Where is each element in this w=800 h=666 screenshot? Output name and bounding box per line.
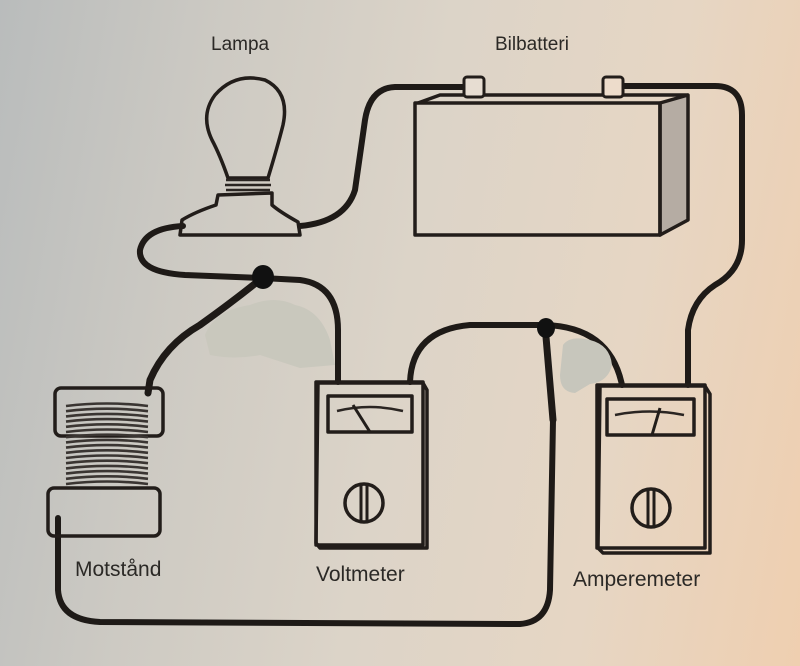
wire-junction1-to-resistor	[144, 274, 266, 397]
voltmeter-knob	[343, 482, 385, 524]
coil-turn	[65, 407, 149, 413]
coil-turn	[65, 449, 149, 455]
battery-terminal-left	[462, 75, 486, 99]
ammeter-needle	[650, 407, 662, 436]
coil-turn	[65, 423, 149, 429]
coil-turn	[65, 469, 149, 475]
coil-turn	[65, 412, 149, 418]
label-ammeter: Amperemeter	[573, 568, 701, 591]
coil-turn	[65, 454, 149, 460]
erased-patch-1	[205, 300, 335, 368]
wire-junction2-drop	[541, 321, 557, 424]
ammeter-knob	[630, 487, 672, 529]
ammeter-device	[595, 383, 712, 555]
label-voltmeter: Voltmeter	[316, 563, 405, 586]
coil-turn	[65, 417, 149, 423]
car-battery-icon	[413, 75, 690, 237]
coil-turn	[65, 438, 149, 444]
wire-battery-to-lamp	[297, 84, 471, 229]
coil-turn	[65, 402, 149, 408]
junction-dot-1	[252, 265, 274, 289]
coil-turn	[65, 464, 149, 470]
coil-turn	[65, 443, 149, 449]
ammeter-scale	[614, 410, 685, 417]
coil-turn	[65, 428, 149, 434]
label-lamp: Lampa	[211, 34, 270, 55]
erased-patch-2	[560, 338, 612, 393]
coil-resistor-icon	[46, 386, 165, 538]
coil-turn	[65, 459, 149, 465]
voltmeter-needle	[351, 404, 372, 433]
wire-lamp-to-junction1	[137, 223, 265, 281]
wire-junction1-to-voltmeter	[259, 275, 341, 385]
voltmeter-device	[314, 380, 429, 550]
light-bulb-icon	[178, 76, 302, 237]
wire-resistor-bottom-loop	[55, 417, 556, 627]
coil-turn	[65, 433, 149, 439]
label-battery: Bilbatteri	[495, 34, 569, 55]
wire-ammeter-to-battery	[612, 83, 745, 388]
coil-turn	[65, 480, 149, 486]
voltmeter-dial-window	[326, 394, 414, 434]
ammeter-dial-window	[605, 397, 696, 437]
battery-terminal-right	[601, 75, 625, 99]
junction-dot-2	[537, 318, 555, 338]
label-resistor: Motstånd	[75, 558, 162, 581]
voltmeter-scale	[336, 405, 404, 413]
coil-turn	[65, 475, 149, 481]
